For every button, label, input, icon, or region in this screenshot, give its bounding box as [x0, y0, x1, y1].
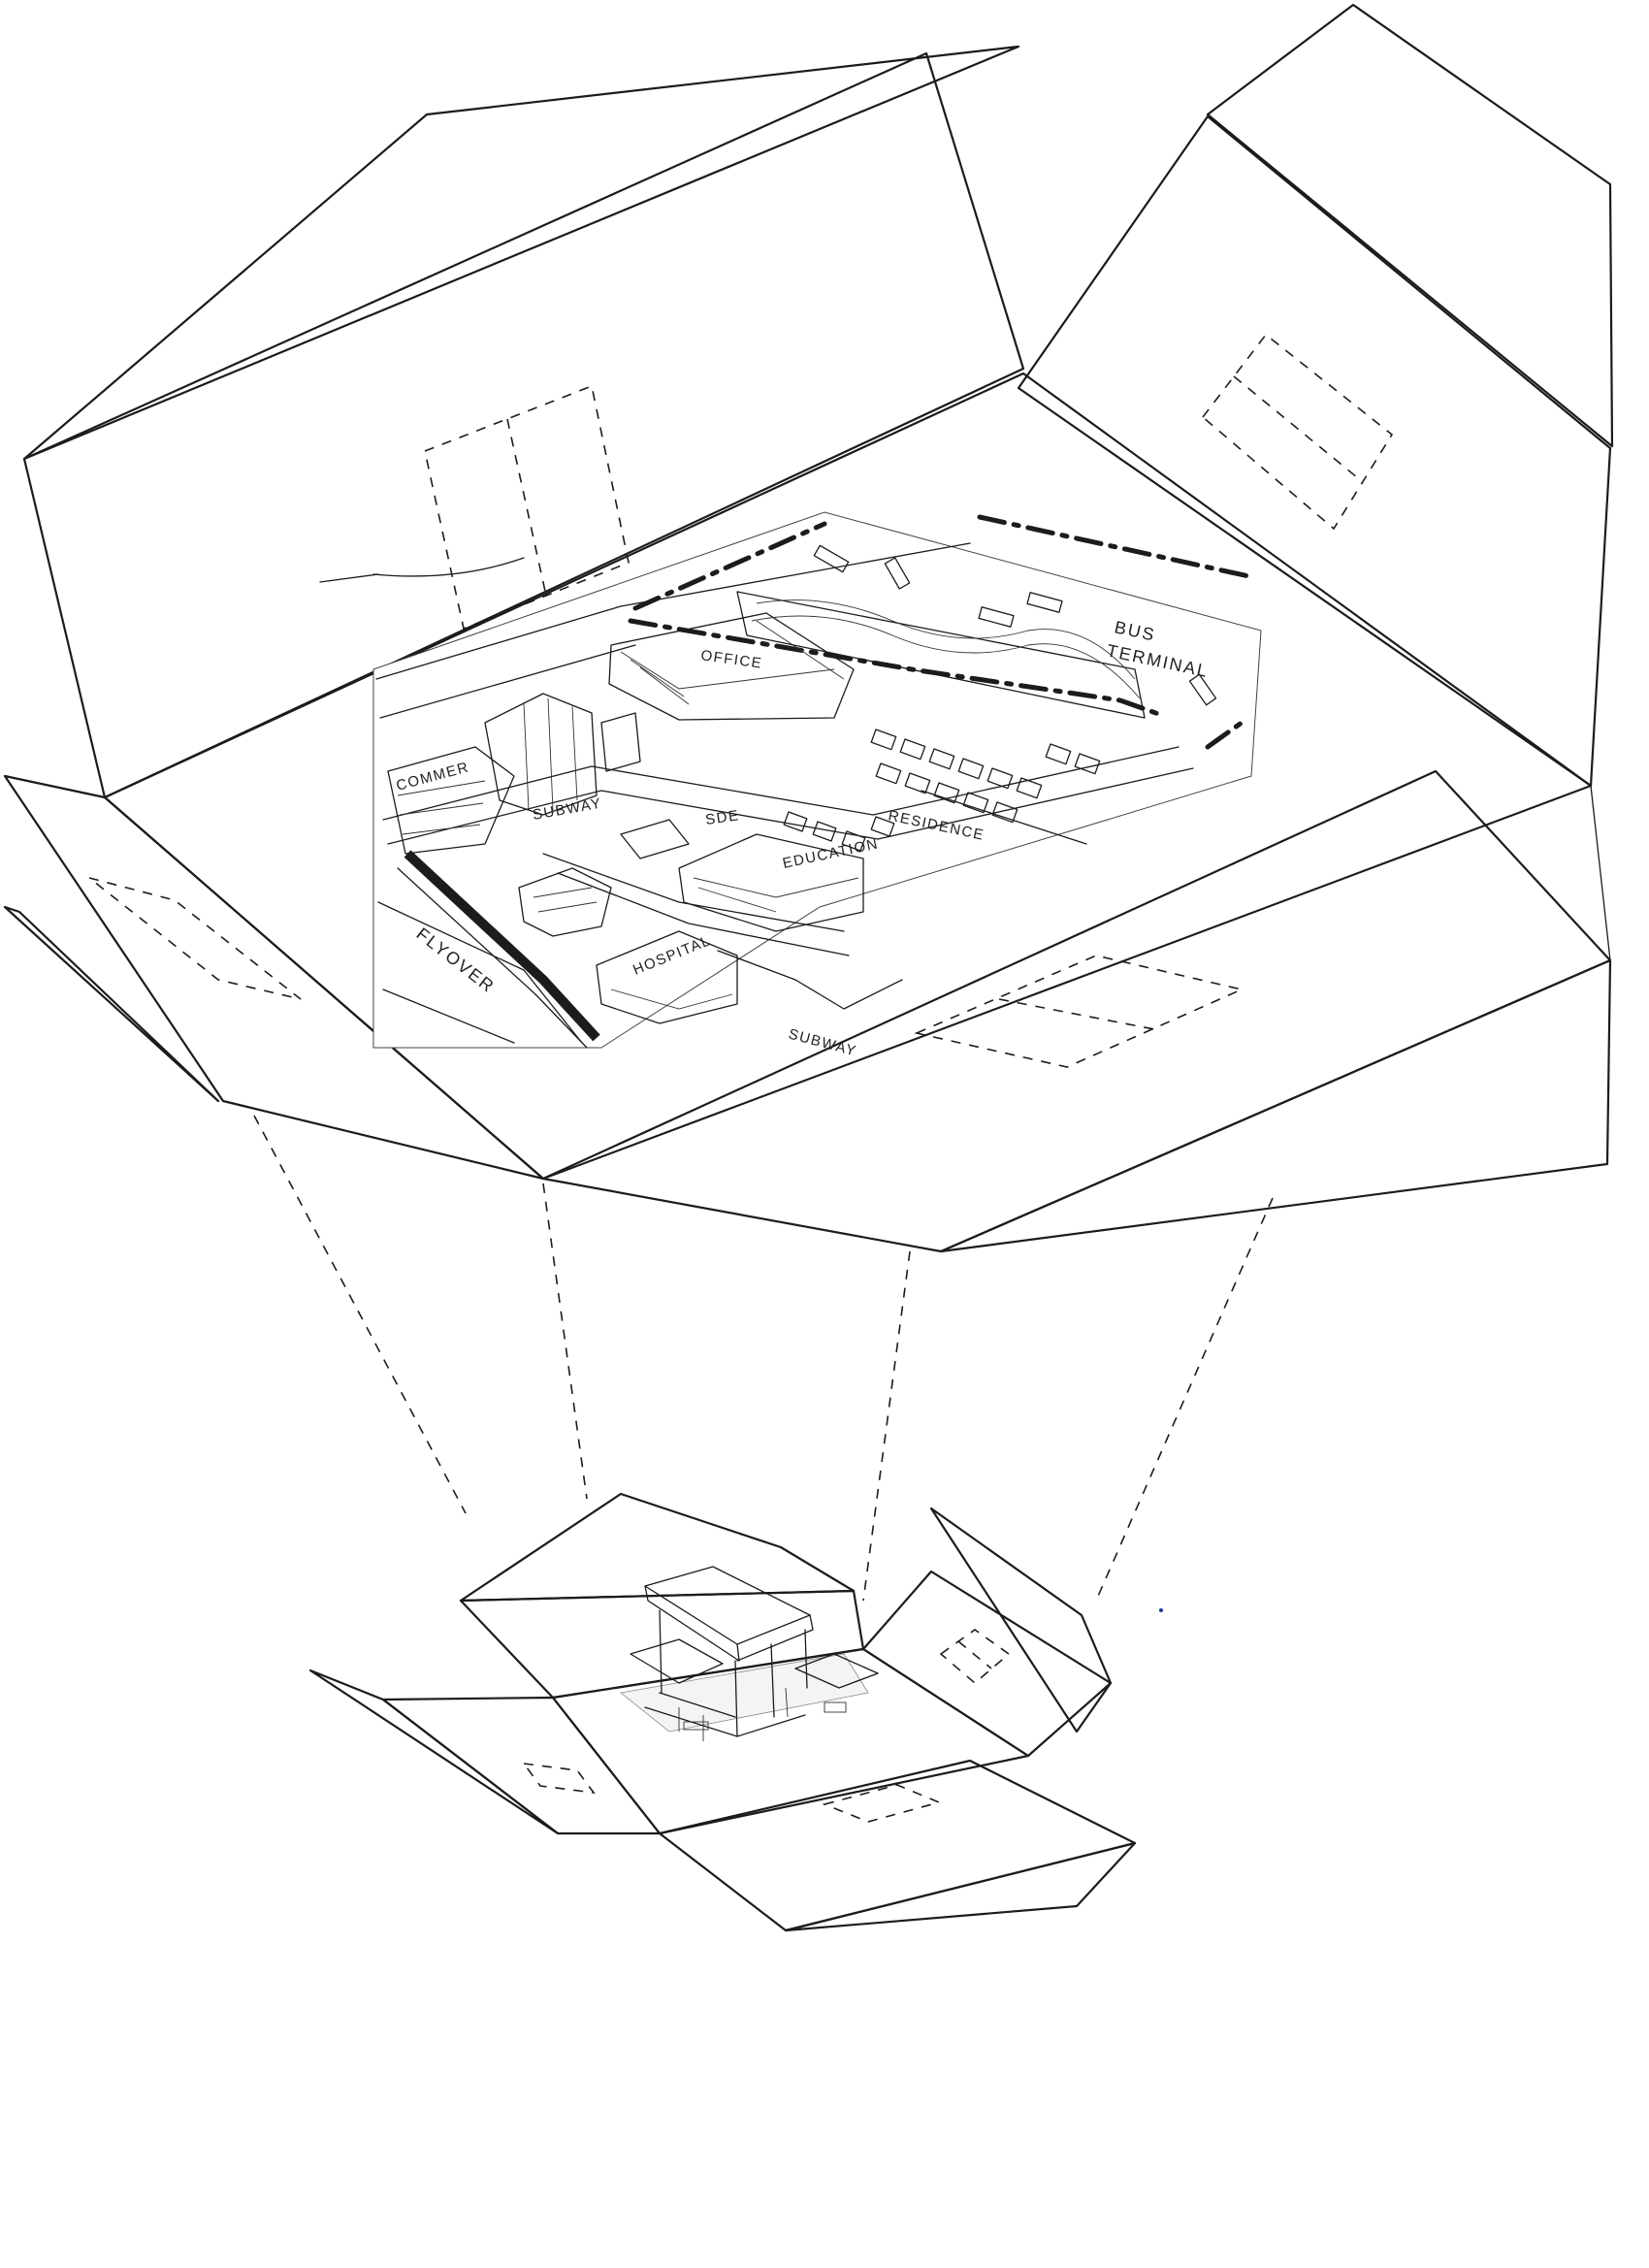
projection-lines	[254, 1116, 1273, 1601]
large-box-window-back-right	[1203, 335, 1392, 529]
small-box-wall-front	[660, 1761, 1135, 1930]
small-box-red-flap-left	[310, 1670, 558, 1833]
large-box-window-left	[89, 878, 301, 999]
large-box-red-flap-top-left	[24, 47, 1018, 459]
small-box-red-flap-top	[461, 1494, 854, 1601]
small-box-window-left	[524, 1764, 594, 1793]
stray-pen-mark	[1159, 1608, 1163, 1612]
large-box-window-front	[917, 956, 1242, 1067]
small-box-window-right	[941, 1630, 1009, 1683]
large-box-red-flap-top-right	[1208, 5, 1612, 446]
house-roof	[645, 1567, 810, 1644]
small-box-wall-left	[383, 1698, 660, 1833]
city-map-sketch: OFFICE BUS TERMINAL COMMER RESIDENCE SUB…	[320, 512, 1261, 1060]
small-box-red-flap-right	[931, 1508, 1111, 1732]
label-subway-bottom: SUBWAY	[787, 1025, 858, 1059]
small-box	[310, 1494, 1135, 1930]
